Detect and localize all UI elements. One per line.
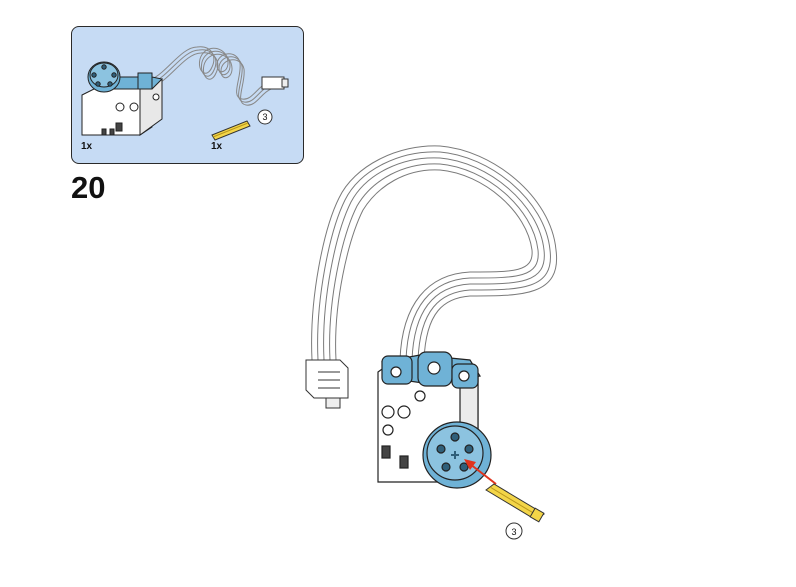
cable-connector-icon [305,359,349,409]
axle-length-label: 3 [262,112,267,122]
parts-list-panel: 3 1x 1x [71,26,304,164]
step-number: 20 [71,170,106,205]
motor-icon [81,61,164,136]
insert-arrow-icon [464,459,497,485]
cable-icon [311,145,558,361]
cable-connector-icon [261,76,289,90]
motor-quantity: 1x [81,141,93,152]
parts-list-illustrations: 3 [81,46,289,141]
axle-icon [211,120,251,141]
motor-icon [377,351,492,489]
coiled-cable-icon [151,46,272,106]
axle-length-badge: 3 [505,522,523,540]
axle-quantity: 1x [211,141,223,152]
axle-length-label: 3 [511,527,516,537]
axle-icon [485,483,545,523]
axle-length-badge: 3 [257,109,273,125]
